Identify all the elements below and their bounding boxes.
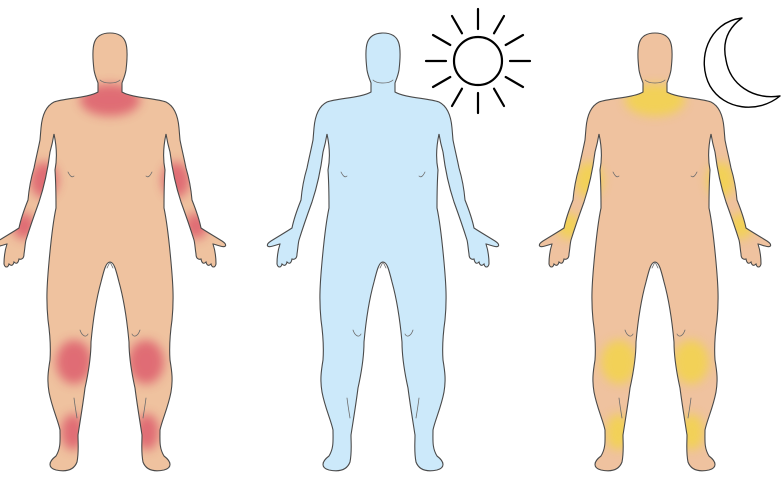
sun-disc <box>454 37 502 85</box>
highlight-wrists <box>557 213 581 239</box>
highlight-knees <box>601 340 637 384</box>
highlight-wrists <box>729 213 753 239</box>
sun-ray <box>433 35 450 45</box>
sun-ray <box>494 89 504 106</box>
sun-ray <box>433 77 450 87</box>
highlight-knees <box>128 340 164 384</box>
highlight-knees <box>673 340 709 384</box>
body-silhouette <box>267 33 498 471</box>
sun-ray <box>506 77 523 87</box>
highlight-ankles <box>680 414 704 450</box>
highlight-wrists <box>184 213 208 239</box>
sun-ray <box>452 16 462 33</box>
sun-ray <box>506 35 523 45</box>
highlight-neck-shoulders <box>80 84 140 116</box>
highlight-wrists <box>12 213 36 239</box>
sun-icon <box>426 9 530 113</box>
moon-icon <box>704 18 780 107</box>
sun-ray <box>452 89 462 106</box>
highlight-neck-shoulders <box>625 84 685 116</box>
highlight-ankles <box>135 414 159 450</box>
figure-daytime <box>267 33 498 471</box>
highlight-knees <box>56 340 92 384</box>
highlight-ankles <box>606 414 630 450</box>
highlight-ankles <box>61 414 85 450</box>
figure-redness <box>0 33 226 471</box>
sun-ray <box>494 16 504 33</box>
